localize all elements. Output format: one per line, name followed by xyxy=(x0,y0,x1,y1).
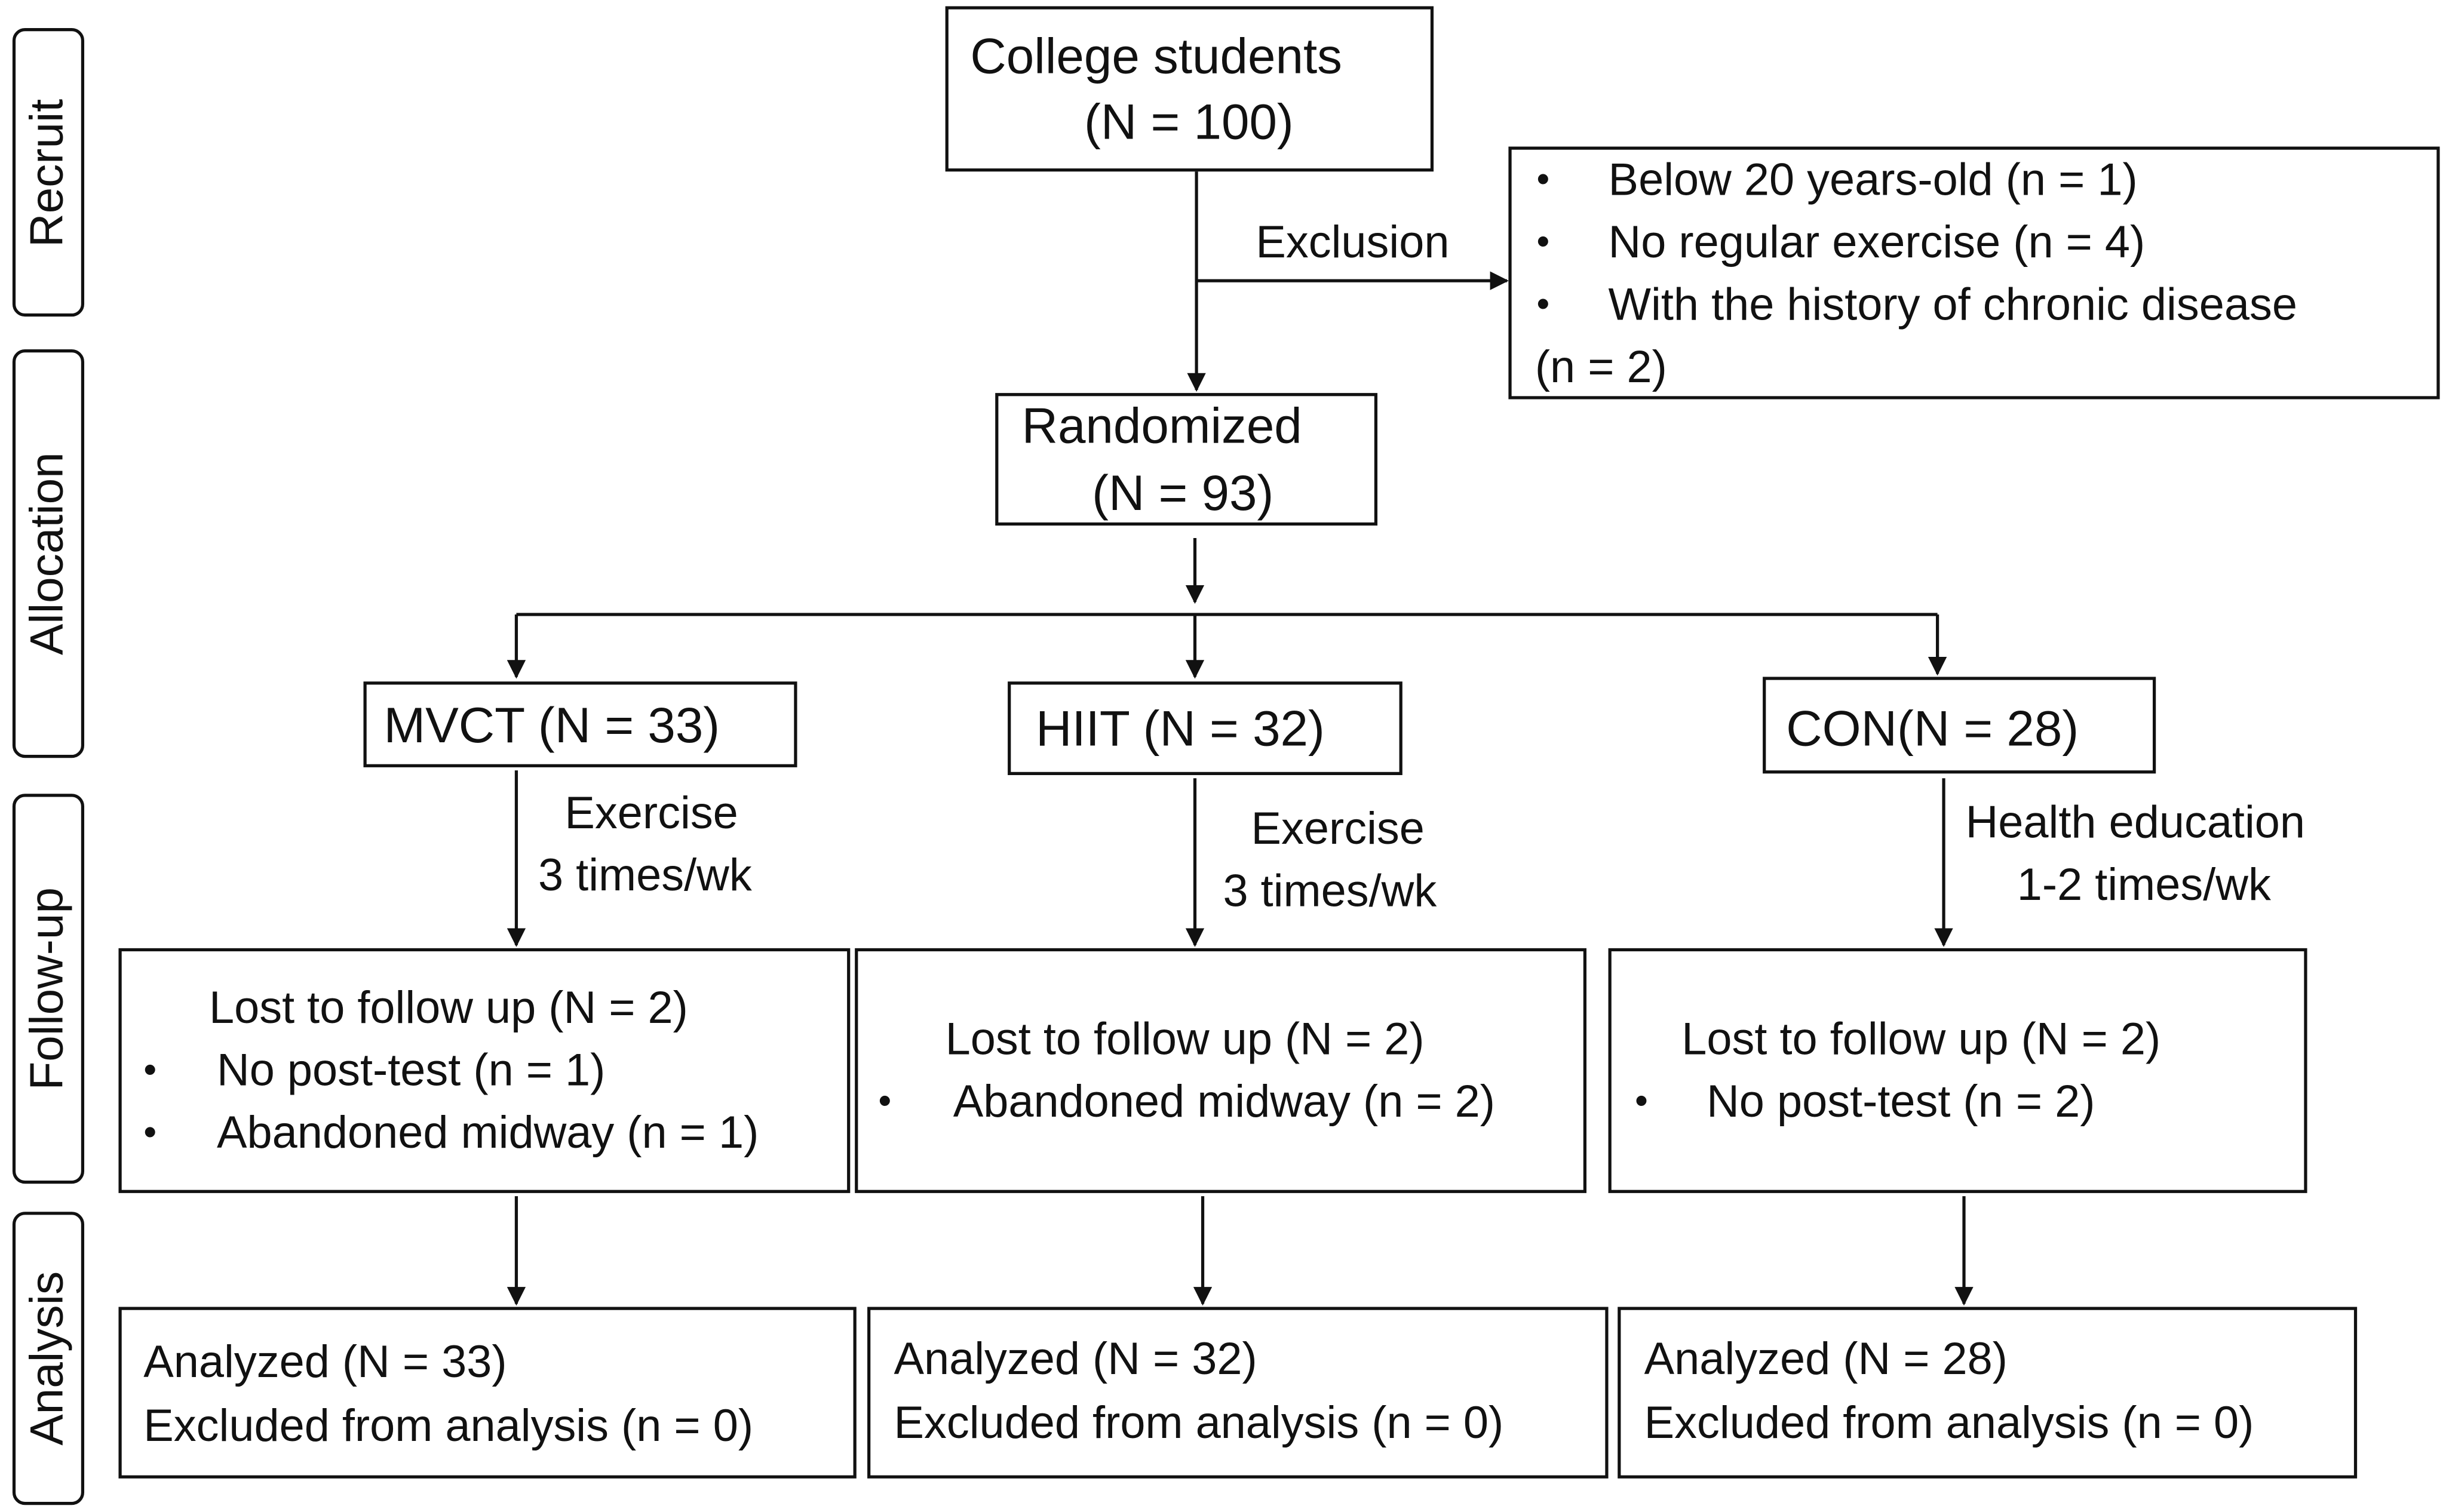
stage-analysis-label: Analysis xyxy=(22,1271,73,1446)
intervention-mvct-line2: 3 times/wk xyxy=(538,851,752,902)
exclusion-item: With the history of chronic disease xyxy=(1608,281,2297,331)
followup-item-hiit: Abandoned midway (n = 2) xyxy=(953,1077,1495,1128)
analysis-excluded-hiit: Excluded from analysis (n = 0) xyxy=(894,1399,1504,1449)
analysis-box-con xyxy=(1618,1307,2358,1479)
stage-allocation-label: Allocation xyxy=(22,452,73,655)
bullet-dot: • xyxy=(1536,221,1550,264)
followup-title-con: Lost to follow up (N = 2) xyxy=(1681,1015,2161,1065)
bullet-dot: • xyxy=(1536,284,1550,326)
stage-allocation: Allocation xyxy=(12,349,85,758)
randomized-box xyxy=(995,393,1378,526)
stage-analysis: Analysis xyxy=(12,1212,85,1505)
intervention-hiit-line1: Exercise xyxy=(1251,804,1425,855)
bullet-dot: • xyxy=(878,1080,892,1123)
bullet-dot: • xyxy=(143,1049,157,1092)
intervention-con-line2: 1-2 times/wk xyxy=(2017,861,2271,911)
followup-box-con xyxy=(1608,948,2307,1193)
analysis-excluded-mvct: Excluded from analysis (n = 0) xyxy=(143,1402,754,1452)
analysis-analyzed-con: Analyzed (N = 28) xyxy=(1644,1335,2008,1385)
followup-box-hiit xyxy=(855,948,1586,1193)
analysis-excluded-con: Excluded from analysis (n = 0) xyxy=(1644,1399,2254,1449)
intervention-hiit-line2: 3 times/wk xyxy=(1223,867,1437,917)
enrollment-box xyxy=(945,6,1434,172)
followup-item-mvct: Abandoned midway (n = 1) xyxy=(217,1108,759,1159)
intervention-mvct-line1: Exercise xyxy=(564,789,738,840)
bullet-dot: • xyxy=(143,1112,157,1154)
group-box-hiit xyxy=(1008,681,1402,775)
group-label-con: CON(N = 28) xyxy=(1786,700,2079,757)
analysis-analyzed-hiit: Analyzed (N = 32) xyxy=(894,1335,1257,1385)
exclusion-item-continuation: (n = 2) xyxy=(1534,343,1667,394)
followup-box-mvct xyxy=(118,948,851,1193)
stage-recruit-label: Recruit xyxy=(22,98,73,247)
exclusion-label: Exclusion xyxy=(1256,218,1450,269)
group-box-mvct xyxy=(363,681,797,767)
randomized-title: Randomized xyxy=(1021,397,1302,454)
stage-follow-up: Follow-up xyxy=(12,794,85,1184)
exclusion-box xyxy=(1508,146,2440,399)
group-box-con xyxy=(1763,677,2156,774)
analysis-analyzed-mvct: Analyzed (N = 33) xyxy=(143,1338,507,1388)
enrollment-title: College students xyxy=(970,28,1342,85)
stage-recruit: Recruit xyxy=(12,28,85,317)
followup-item-con: No post-test (n = 2) xyxy=(1707,1077,2095,1128)
intervention-con-line1: Health education xyxy=(1965,798,2306,849)
followup-title-hiit: Lost to follow up (N = 2) xyxy=(945,1015,1425,1065)
bullet-dot: • xyxy=(1536,159,1550,201)
followup-title-mvct: Lost to follow up (N = 2) xyxy=(208,984,688,1034)
group-label-hiit: HIIT (N = 32) xyxy=(1036,700,1325,757)
exclusion-item: Below 20 years-old (n = 1) xyxy=(1608,156,2138,206)
followup-item-mvct: No post-test (n = 1) xyxy=(217,1046,606,1096)
randomized-count: (N = 93) xyxy=(1092,465,1274,521)
enrollment-count: (N = 100) xyxy=(1084,93,1294,150)
analysis-box-hiit xyxy=(867,1307,1609,1479)
stage-follow-up-label: Follow-up xyxy=(22,887,73,1090)
exclusion-item: No regular exercise (n = 4) xyxy=(1608,218,2146,269)
analysis-box-mvct xyxy=(118,1307,857,1479)
bullet-dot: • xyxy=(1634,1080,1648,1123)
group-label-mvct: MVCT (N = 33) xyxy=(383,697,720,754)
